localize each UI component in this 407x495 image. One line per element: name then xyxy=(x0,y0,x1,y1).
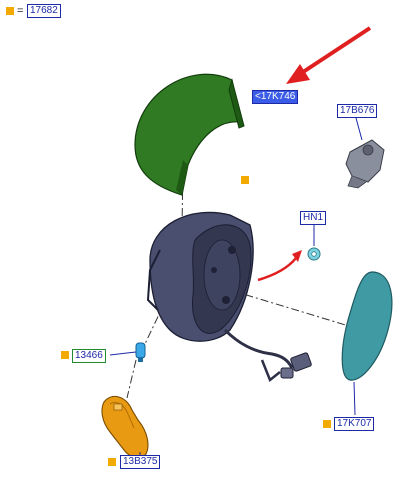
lamp-marker-icon xyxy=(108,458,116,466)
legend-part-callout[interactable]: 17682 xyxy=(27,4,61,18)
legend-marker-icon xyxy=(6,7,14,15)
bulb-marker-icon xyxy=(61,351,69,359)
lamp-callout[interactable]: 13B375 xyxy=(120,455,161,469)
bracket-part xyxy=(345,139,385,189)
glass-axis-line xyxy=(229,289,363,331)
cover-callout[interactable]: <17K746 xyxy=(252,90,299,104)
legend-equals: = xyxy=(17,5,24,17)
turn-signal-lamp xyxy=(101,395,149,459)
bulb-callout[interactable]: 13466 xyxy=(72,349,106,363)
bracket-connector xyxy=(355,117,363,141)
lamp-axis-line xyxy=(126,359,137,399)
glass-connector xyxy=(353,381,356,416)
mirror-glass xyxy=(341,271,393,381)
mirror-cover xyxy=(134,73,245,196)
bulb-part xyxy=(135,342,146,362)
housing-marker-icon xyxy=(241,176,249,184)
accent-arrows xyxy=(257,26,372,282)
bulb-connector xyxy=(109,351,137,356)
mirror-housing xyxy=(146,211,312,383)
clip-callout[interactable]: HN1 xyxy=(300,211,327,225)
bracket-callout[interactable]: 17B676 xyxy=(337,104,378,118)
glass-callout[interactable]: 17K707 xyxy=(334,417,375,431)
clip-part xyxy=(307,247,321,261)
glass-marker-icon xyxy=(323,420,331,428)
